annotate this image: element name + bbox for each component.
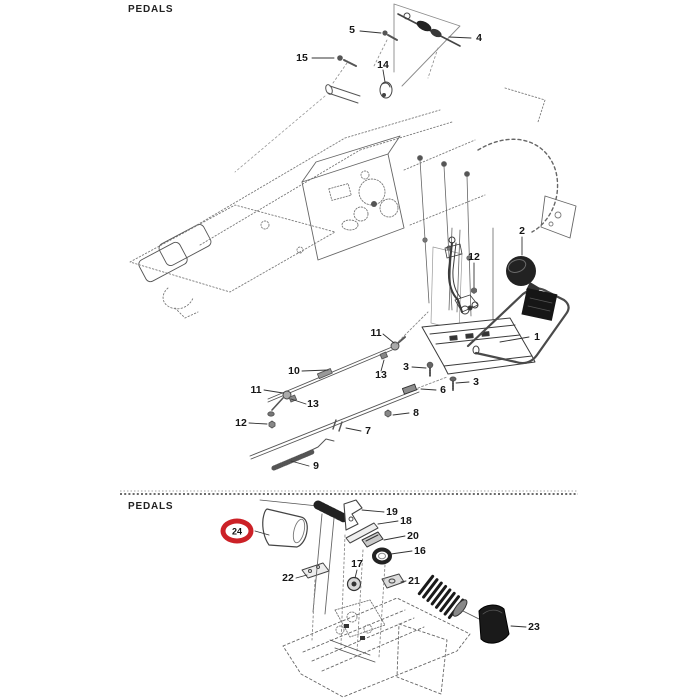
section-separator	[120, 490, 578, 495]
cable-assembly-4	[397, 12, 461, 79]
pedal-assembly-1	[421, 236, 570, 375]
callout-12-lower[interactable]: 12	[235, 416, 247, 429]
callout-3-right[interactable]: 3	[473, 375, 479, 388]
bottom-diagram	[254, 499, 527, 698]
clamp-14	[379, 81, 393, 99]
tube-part	[234, 84, 361, 173]
pedal-cover-24	[262, 508, 308, 548]
callout-8[interactable]: 8	[413, 406, 419, 419]
pedal-pad-23	[478, 604, 510, 644]
bottom-section-title: PEDALS	[128, 501, 174, 512]
grommet-17	[346, 576, 362, 592]
support-panel	[430, 246, 463, 331]
chassis-frame	[129, 87, 577, 319]
linkage-rods	[249, 311, 457, 471]
callout-9[interactable]: 9	[313, 459, 319, 472]
plate-22	[301, 562, 330, 579]
callout-20[interactable]: 20	[407, 529, 419, 542]
callout-13-lower[interactable]: 13	[307, 397, 319, 410]
block-20	[361, 531, 384, 548]
callout-23[interactable]: 23	[528, 620, 540, 633]
callout-12-upper[interactable]: 12	[468, 250, 480, 263]
plate-21	[381, 573, 405, 589]
callout-1[interactable]: 1	[534, 330, 540, 343]
floor-pan-dashed	[282, 597, 471, 698]
top-diagram	[129, 3, 577, 471]
pulley-cluster	[341, 178, 399, 231]
pedal-pad-dark	[521, 287, 558, 321]
callout-21[interactable]: 21	[408, 574, 420, 587]
mounting-bolts-3	[417, 155, 494, 333]
bellows-boot	[417, 574, 468, 619]
callout-15[interactable]: 15	[296, 51, 308, 64]
bracket-18	[345, 522, 379, 544]
callout-17[interactable]: 17	[351, 557, 363, 570]
callout-5[interactable]: 5	[349, 23, 355, 36]
pedal-arm-lines	[311, 513, 386, 658]
top-section-title: PEDALS	[128, 4, 174, 15]
callout-19[interactable]: 19	[386, 505, 398, 518]
ring-16	[372, 547, 392, 565]
nut-12-top	[471, 287, 477, 294]
callout-16[interactable]: 16	[414, 544, 426, 557]
callout-11-upper[interactable]: 11	[370, 326, 382, 339]
lower-mechanism	[329, 599, 386, 663]
callout-2[interactable]: 2	[519, 224, 525, 237]
callout-13-upper[interactable]: 13	[375, 368, 387, 381]
callout-7[interactable]: 7	[365, 424, 371, 437]
callout-3-left[interactable]: 3	[403, 360, 409, 373]
callout-11-lower[interactable]: 11	[250, 383, 262, 396]
callout-24-highlighted[interactable]: 24	[220, 518, 254, 544]
callout-6[interactable]: 6	[440, 383, 446, 396]
callout-10[interactable]: 10	[288, 364, 300, 377]
screw-5	[373, 30, 398, 67]
spring-19	[259, 499, 363, 531]
callout-4[interactable]: 4	[476, 31, 482, 44]
leader-lines-bottom	[254, 509, 527, 628]
callout-14[interactable]: 14	[377, 58, 389, 71]
screw-15	[332, 55, 357, 84]
arm-hook	[343, 499, 363, 531]
callout-18[interactable]: 18	[400, 514, 412, 527]
leader-lines-top	[248, 30, 530, 467]
callout-22[interactable]: 22	[282, 571, 294, 584]
